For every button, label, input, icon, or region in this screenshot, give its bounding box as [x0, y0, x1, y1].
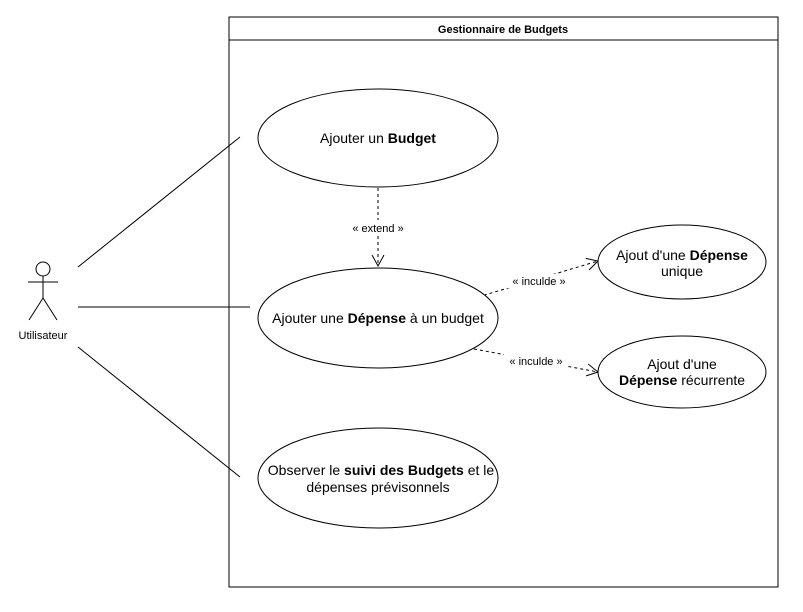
- use-case-add-budget: Ajouter un Budget: [257, 88, 499, 188]
- use-case-track-budgets: Observer le suivi des Budgets et le dépe…: [257, 427, 499, 529]
- include-label-recurring: « inculde »: [509, 356, 562, 368]
- svg-text:Ajouter une Dépense à un budge: Ajouter une Dépense à un budget: [272, 310, 484, 326]
- svg-text:Dépense récurrente: Dépense récurrente: [619, 372, 745, 388]
- actor-label: Utilisateur: [19, 330, 68, 342]
- track-budgets-label: Observer le: [268, 462, 344, 478]
- recurring-expense-label-suffix: récurrente: [677, 372, 745, 388]
- actor-user: Utilisateur: [19, 261, 68, 342]
- single-expense-label-bold: Dépense: [690, 247, 749, 263]
- recurring-expense-label-line1: Ajout d'une: [647, 356, 717, 372]
- extend-label: « extend »: [352, 223, 403, 235]
- system-title: Gestionnaire de Budgets: [438, 24, 568, 36]
- use-case-single-expense: Ajout d'une Dépense unique: [597, 224, 767, 300]
- single-expense-label-line2: unique: [661, 263, 703, 279]
- use-case-recurring-expense: Ajout d'une Dépense récurrente: [597, 335, 767, 409]
- add-expense-label: Ajouter une: [272, 310, 348, 326]
- actor-head: [35, 261, 51, 277]
- recurring-expense-label-bold: Dépense: [619, 372, 678, 388]
- add-expense-label-suffix: à un budget: [406, 310, 484, 326]
- svg-text:Ajouter un Budget: Ajouter un Budget: [320, 130, 436, 146]
- association-add-budget: [77, 136, 241, 268]
- track-budgets-label-suffix: et le: [464, 462, 495, 478]
- add-budget-label-bold: Budget: [388, 130, 437, 146]
- single-expense-label: Ajout d'une: [616, 247, 690, 263]
- track-budgets-label-line2: dépenses prévisonnels: [306, 479, 449, 495]
- add-expense-label-bold: Dépense: [348, 310, 407, 326]
- association-track-budgets: [77, 346, 241, 478]
- track-budgets-label-bold: suivi des Budgets: [344, 462, 464, 478]
- svg-text:Ajout d'une Dépense: Ajout d'une Dépense: [616, 247, 748, 263]
- include-label-single: « inculde »: [512, 276, 565, 288]
- svg-text:Observer le suivi des Budgets: Observer le suivi des Budgets et le: [268, 462, 495, 478]
- add-budget-label: Ajouter un: [320, 130, 388, 146]
- use-case-add-expense: Ajouter une Dépense à un budget: [257, 267, 499, 369]
